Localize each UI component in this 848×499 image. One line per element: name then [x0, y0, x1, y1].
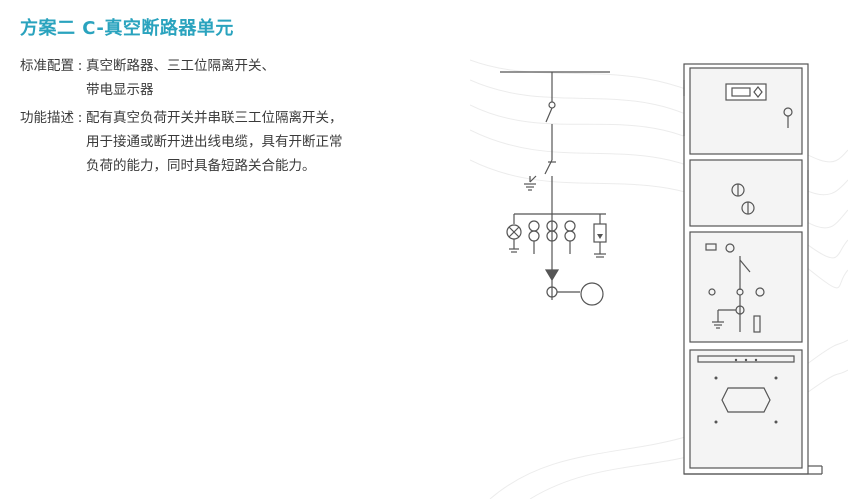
function-desc-line: 配有真空负荷开关并串联三工位隔离开关，: [86, 110, 343, 126]
function-desc-value: 配有真空负荷开关并串联三工位隔离开关， 用于接通或断开进出线电缆，具有开断正常 …: [86, 106, 343, 178]
function-desc-line: 用于接通或断开进出线电缆，具有开断正常: [86, 134, 343, 150]
function-desc-label: 功能描述: [20, 110, 74, 126]
switchgear-cabinet: [683, 63, 823, 475]
standard-config-label: 标准配置: [20, 58, 74, 74]
function-desc-row: 功能描述 : 配有真空负荷开关并串联三工位隔离开关， 用于接通或断开进出线电缆，…: [20, 106, 440, 178]
standard-config-line: 真空断路器、三工位隔离开关、: [86, 58, 275, 74]
single-line-diagram: [500, 71, 610, 306]
spec-section: 标准配置 : 真空断路器、三工位隔离开关、 带电显示器 功能描述 : 配有真空负…: [20, 54, 440, 178]
function-desc-line: 负荷的能力，同时具备短路关合能力。: [86, 158, 316, 174]
standard-config-line: 带电显示器: [86, 82, 154, 98]
page-title: 方案二 C-真空断路器单元: [20, 18, 234, 39]
standard-config-value: 真空断路器、三工位隔离开关、 带电显示器: [86, 54, 275, 102]
standard-config-row: 标准配置 : 真空断路器、三工位隔离开关、 带电显示器: [20, 54, 440, 102]
